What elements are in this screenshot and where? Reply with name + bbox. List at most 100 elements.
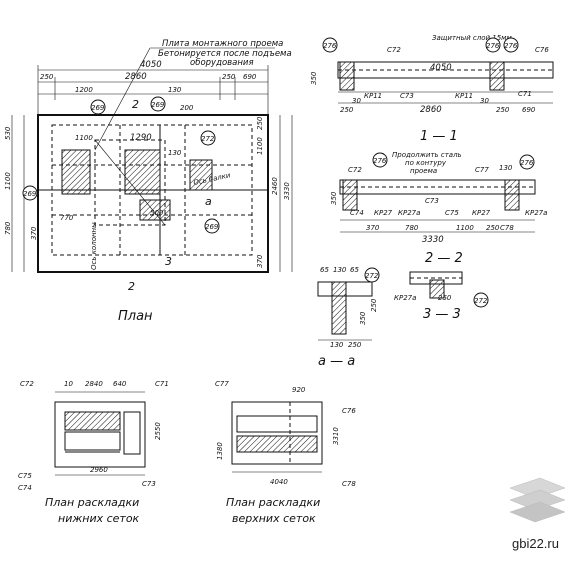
upper-dim-4040: 4040 <box>270 478 288 486</box>
plan-dim-2860: 2860 <box>125 72 147 82</box>
lower-label-c75: С75 <box>18 472 32 480</box>
plan-dim-4050: 4050 <box>140 60 162 70</box>
sec22-label-kp27-b: КР27 <box>472 209 491 217</box>
sec11-mark: 276 <box>503 37 519 53</box>
sec22-note-1: Продолжить сталь <box>392 151 462 159</box>
secaa-mark-272: 272 <box>365 272 379 280</box>
secaa-dim-65a: 65 <box>320 266 329 274</box>
sec11-label-c72: С72 <box>387 46 401 54</box>
sec22-label-c73: С73 <box>425 197 439 205</box>
plan-title: План <box>118 309 153 324</box>
plan-section-3: 3 <box>165 255 172 268</box>
sec22-mark-1: 276 <box>373 157 387 165</box>
watermark-text: gbi22.ru <box>512 536 559 551</box>
upper-dim-3310: 3310 <box>332 427 340 445</box>
sec22-dim-1100: 1100 <box>456 224 474 232</box>
lower-label-c72: С72 <box>20 380 34 388</box>
sec22-mark: 276 <box>519 154 535 170</box>
plan-mark-circle: 269 <box>90 99 106 115</box>
sec11-dim-2860: 2860 <box>420 105 442 115</box>
sec11-dim-690: 690 <box>522 106 536 114</box>
plan-section-2-top: 2 <box>132 98 139 111</box>
sec33-title: 3 — 3 <box>423 307 461 322</box>
watermark-logo: gbi22.ru <box>509 477 566 551</box>
sec11-dim-350: 350 <box>310 71 318 85</box>
plan-note-title: Плита монтажного проема <box>162 39 283 49</box>
plan-dim-530: 530 <box>4 126 12 140</box>
plan-dim-250b: 250 <box>222 73 236 81</box>
upper-dim-920: 920 <box>292 386 306 394</box>
plan-dim-1100: 1100 <box>75 134 93 142</box>
upper-mesh-c76 <box>236 435 318 453</box>
lower-dim-2960: 2960 <box>90 466 108 474</box>
sec11-label-kp11-b: КР11 <box>455 92 473 100</box>
plan-dim-250-right: 250 <box>256 116 264 130</box>
plan-dim-250a: 250 <box>40 73 54 81</box>
section-3-3: КР27а 250 272 3 — 3 <box>394 271 489 322</box>
upper-mesh-outline <box>231 401 323 465</box>
plan-dim-1100-right: 1100 <box>256 137 264 155</box>
plan-dim-500: 500 <box>150 209 164 217</box>
secaa-dim-250: 250 <box>370 298 378 312</box>
sec22-rib-right <box>504 179 520 211</box>
plan-mark-2: 269 <box>151 101 165 109</box>
secaa-dim-350: 350 <box>359 311 367 325</box>
sec22-label-c77: С77 <box>475 166 489 174</box>
sec11-note: Защитный слой 15мм <box>432 34 512 42</box>
plan-mark-circle: 269 <box>22 185 38 201</box>
secaa-dim-250-bottom: 250 <box>348 341 362 349</box>
plan-mark-circle: 269 <box>150 96 166 112</box>
sec11-label-c76: С76 <box>535 46 549 54</box>
secaa-title: а — а <box>318 354 355 369</box>
plan-note-line3: оборудования <box>190 58 254 68</box>
plan-section-2-bottom: 2 <box>128 280 135 293</box>
sec22-label-c75: С75 <box>445 209 459 217</box>
plan-dim-370-left: 370 <box>30 226 38 240</box>
sec22-label-kp27a-b: КР27а <box>525 209 547 217</box>
plan-dim-200: 200 <box>180 104 194 112</box>
plan-dim-130: 130 <box>168 86 182 94</box>
plan-dim-2460: 2460 <box>271 177 279 195</box>
sec22-mark-2: 276 <box>520 159 534 167</box>
sec11-label-c71: С71 <box>518 90 532 98</box>
plan-note-line2: Бетонируется после подъема <box>158 49 292 59</box>
sec11-rib-right <box>489 61 505 91</box>
sec11-label-kp11-a: КР11 <box>364 92 382 100</box>
section-a-a: 65 130 65 350 250 130 250 272 а — а <box>317 266 380 369</box>
sec22-label-c78: С78 <box>500 224 514 232</box>
plan-slab-outline <box>37 114 269 273</box>
plan-mesh-right <box>189 159 213 191</box>
sec22-dim-370: 370 <box>366 224 380 232</box>
secaa-rib <box>331 281 347 335</box>
upper-dim-1380: 1380 <box>216 442 224 460</box>
upper-title: План раскладки <box>226 496 320 509</box>
plan-dim-1290: 1290 <box>130 133 152 143</box>
sec11-mark-1: 276 <box>323 42 337 50</box>
plan-column-axis: Ось колонны <box>90 222 98 270</box>
lower-dim-10: 10 <box>64 380 73 388</box>
lower-label-c71: С71 <box>155 380 169 388</box>
sec22-label-kp27-a: КР27 <box>374 209 393 217</box>
section-2-2: Продолжить сталь по контуру проема С72 С… <box>330 151 547 266</box>
plan-mark-4: 272 <box>201 135 215 143</box>
sec11-title: 1 — 1 <box>420 129 458 144</box>
plan-dim-770: 770 <box>60 214 74 222</box>
lower-subtitle: нижних сеток <box>58 512 140 525</box>
plan-mark-circle: 269 <box>204 218 220 234</box>
plan-mesh-left <box>61 149 91 195</box>
secaa-mark: 272 <box>364 267 380 283</box>
plan-mesh-lower <box>139 199 171 221</box>
sec22-label-c72: С72 <box>348 166 362 174</box>
plan-dim-3330: 3330 <box>283 182 291 200</box>
plan-dim-690: 690 <box>243 73 257 81</box>
lower-dim-640: 640 <box>113 380 127 388</box>
plan-view: 4050 250 2860 250 690 1200 1100 1290 130… <box>4 39 293 324</box>
sec33-mark: 272 <box>473 292 489 308</box>
sec22-dim-3330: 3330 <box>422 235 444 245</box>
sec11-mark-3: 276 <box>504 42 518 50</box>
plan-section-a: а <box>205 195 212 208</box>
section-1-1: С72 С76 С73 С71 КР11 КР11 Защитный слой … <box>310 34 554 144</box>
sec22-dim-250: 250 <box>486 224 500 232</box>
sec33-mark-272: 272 <box>474 297 488 305</box>
